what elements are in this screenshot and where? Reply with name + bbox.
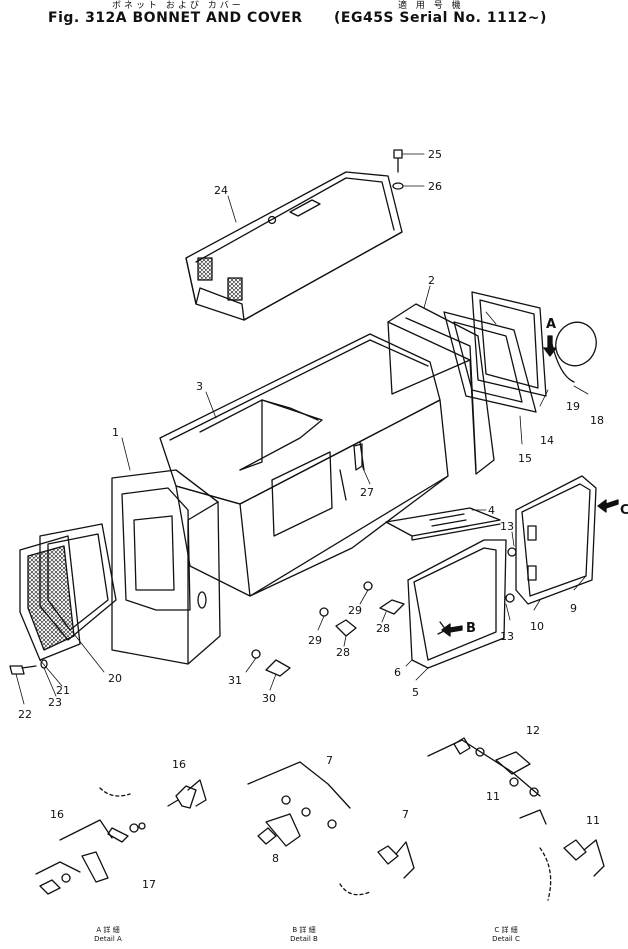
callout-22: 22 (18, 708, 32, 721)
rear-frame (387, 303, 495, 475)
callout-13b: 13 (500, 630, 514, 643)
callout-11a: 11 (486, 790, 500, 803)
detail-b-caption: B 詳 細 Detail B (282, 926, 326, 944)
callout-26: 26 (428, 180, 442, 193)
callout-labels: 25 26 24 2 3 1 27 4 13 13 10 9 14 15 19 … (18, 148, 628, 721)
view-arrows (441, 335, 619, 637)
callout-19: 19 (566, 400, 580, 413)
side-panel-frame (111, 469, 221, 665)
callout-28a: 28 (376, 622, 390, 635)
title-japanese-left: ボネット および カバー (112, 1, 244, 11)
detail-b (247, 761, 415, 896)
cover-plate (385, 507, 501, 541)
callout-14: 14 (540, 434, 554, 447)
figure-title: Fig. 312A BONNET AND COVER (48, 10, 303, 26)
detail-a-caption: A 詳 細 Detail A (86, 926, 130, 944)
callout-8: 8 (272, 852, 279, 865)
detail-c-en: Detail C (492, 935, 520, 943)
callout-18: 18 (590, 414, 604, 427)
detail-a (35, 779, 207, 895)
callout-23: 23 (48, 696, 62, 709)
callout-28b: 28 (336, 646, 350, 659)
callout-12: 12 (526, 724, 540, 737)
serial-range: (EG45S Serial No. 1112~) (334, 10, 547, 26)
callout-25: 25 (428, 148, 442, 161)
main-bonnet-body (159, 333, 449, 597)
callout-16a: 16 (172, 758, 186, 771)
detail-a-en: Detail A (94, 935, 122, 943)
callout-2: 2 (428, 274, 435, 287)
detail-c (427, 737, 605, 901)
callout-4: 4 (488, 504, 495, 517)
detail-b-jp: B 詳 細 (292, 926, 316, 934)
detail-b-en: Detail B (290, 935, 318, 943)
rear-door (515, 475, 597, 605)
title-japanese-right: 適 用 号 機 (398, 1, 464, 11)
callout-9: 9 (570, 602, 577, 615)
marker-b: B (466, 621, 476, 636)
callout-21: 21 (56, 684, 70, 697)
callout-6: 6 (394, 666, 401, 679)
callout-5: 5 (412, 686, 419, 699)
detail-a-jp: A 詳 細 (96, 926, 120, 934)
callout-7b: 7 (402, 808, 409, 821)
grille-parts (443, 291, 547, 413)
callout-24: 24 (214, 184, 228, 197)
callout-3: 3 (196, 380, 203, 393)
callout-30: 30 (262, 692, 276, 705)
top-bonnet-cover (185, 171, 403, 321)
callout-10: 10 (530, 620, 544, 633)
callout-27: 27 (360, 486, 374, 499)
callout-11b: 11 (586, 814, 600, 827)
side-door (407, 539, 507, 669)
callout-15: 15 (518, 452, 532, 465)
callout-31: 31 (228, 674, 242, 687)
leader-lines (15, 153, 589, 705)
detail-callout-labels: 16 16 17 7 8 7 12 11 11 (50, 724, 600, 891)
marker-c: C (620, 503, 628, 518)
callout-13: 13 (500, 520, 514, 533)
front-grille (19, 523, 117, 661)
callout-1: 1 (112, 426, 119, 439)
callout-29b: 29 (308, 634, 322, 647)
callout-20: 20 (108, 672, 122, 685)
detail-c-caption: C 詳 細 Detail C (484, 926, 528, 944)
hardware (9, 149, 517, 677)
detail-c-jp: C 詳 細 (494, 926, 518, 934)
callout-16b: 16 (50, 808, 64, 821)
callout-7a: 7 (326, 754, 333, 767)
callout-17: 17 (142, 878, 156, 891)
callout-29a: 29 (348, 604, 362, 617)
oval-seal (551, 321, 597, 383)
marker-a: A (546, 317, 556, 332)
